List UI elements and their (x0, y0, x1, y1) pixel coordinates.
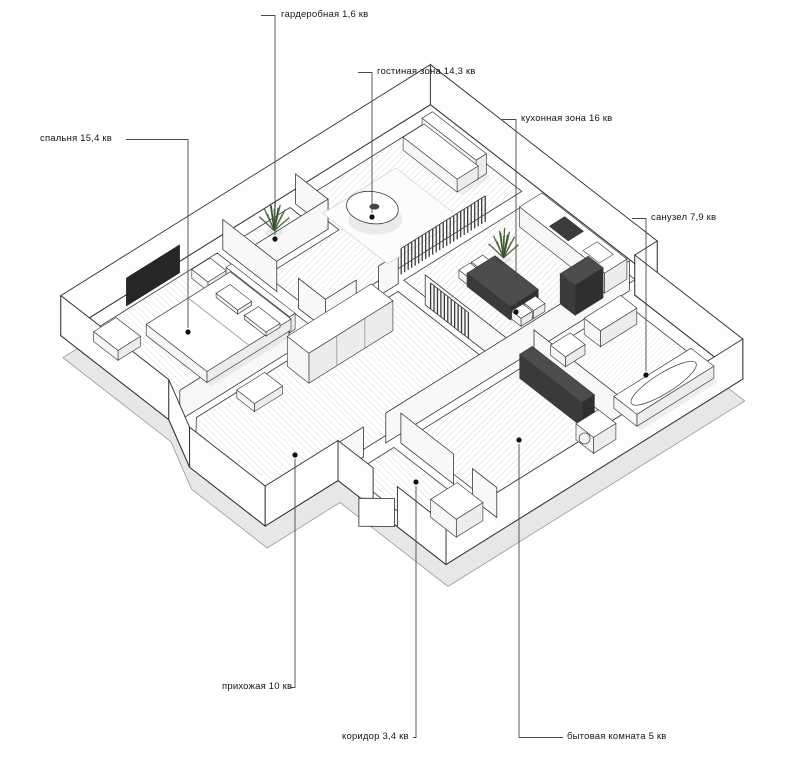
dot-living (369, 214, 375, 220)
plant (502, 241, 513, 259)
room-label-bathroom: санузел 7,9 кв (651, 212, 717, 223)
cooktop (548, 216, 585, 242)
plant (258, 216, 275, 232)
dot-utility (516, 437, 522, 443)
washer-door (578, 432, 591, 445)
hall-closet (286, 283, 394, 354)
plant (266, 213, 275, 231)
sofa-back (421, 111, 487, 161)
sofa (402, 123, 479, 180)
leader-living (358, 72, 373, 213)
sink (582, 241, 614, 264)
dot-hallway (292, 452, 298, 458)
entry-door (358, 497, 396, 527)
table-bowl (369, 203, 380, 210)
room-label-wardrobe: гардеробная 1,6 кв (281, 9, 369, 20)
dining-table (466, 255, 539, 308)
blanket-edge (187, 297, 250, 346)
plant (265, 228, 284, 237)
leader-bedroom (126, 139, 189, 328)
wall-segment (264, 439, 339, 527)
leader-hallway (290, 459, 296, 688)
dot-wardrobe (272, 236, 278, 242)
plant (273, 217, 290, 232)
dresser (93, 317, 141, 351)
pillow (215, 284, 253, 311)
dot-kitchen (513, 309, 519, 315)
wall-segment (400, 412, 454, 485)
leader-utility (518, 444, 563, 738)
corridor-cabinet (430, 482, 484, 520)
tall-cabinet (559, 255, 604, 286)
vanity (583, 295, 638, 332)
bed-headboard (225, 263, 296, 318)
dot-bathroom (643, 372, 649, 378)
wall-segment (222, 218, 278, 293)
room-label-bedroom: спальня 15,4 кв (40, 133, 113, 144)
wall-segment (378, 253, 399, 297)
plant (270, 205, 275, 231)
slat-partition-kitchen-hallway (430, 282, 469, 313)
wall-segment (396, 485, 447, 566)
floor-plan-3d (59, 15, 746, 738)
leader-kitchen (502, 119, 517, 308)
dot-corridor (413, 479, 419, 485)
toilet (550, 332, 586, 358)
nightstand (191, 257, 227, 283)
bathtub-basin (630, 361, 697, 406)
leader-bathroom (632, 218, 647, 371)
dot-bedroom (185, 329, 191, 335)
plant (494, 255, 513, 264)
leader-corridor (413, 486, 417, 738)
slat-partition-living-kitchen (400, 195, 486, 249)
room-label-corridor: коридор 3,4 кв (342, 731, 409, 742)
chair (511, 303, 533, 319)
plant (495, 240, 505, 258)
pillow (243, 306, 281, 333)
room-label-kitchen: кухонная зона 16 кв (521, 113, 613, 124)
room-label-living: гостиная зона 14,3 кв (377, 66, 476, 77)
washing-machine (575, 409, 617, 438)
utility-shelving (519, 346, 595, 403)
hall-bench (236, 372, 283, 404)
tv-panel (126, 244, 180, 307)
leader-wardrobe (261, 15, 276, 235)
room-label-utility: бытовая комната 5 кв (567, 731, 667, 742)
chair (523, 295, 546, 311)
room-label-hallway: прихожая 10 кв (222, 681, 293, 692)
plant (488, 243, 504, 259)
plant (273, 214, 283, 231)
wall-segment (472, 467, 498, 519)
plant (499, 232, 505, 258)
plant (502, 234, 509, 258)
